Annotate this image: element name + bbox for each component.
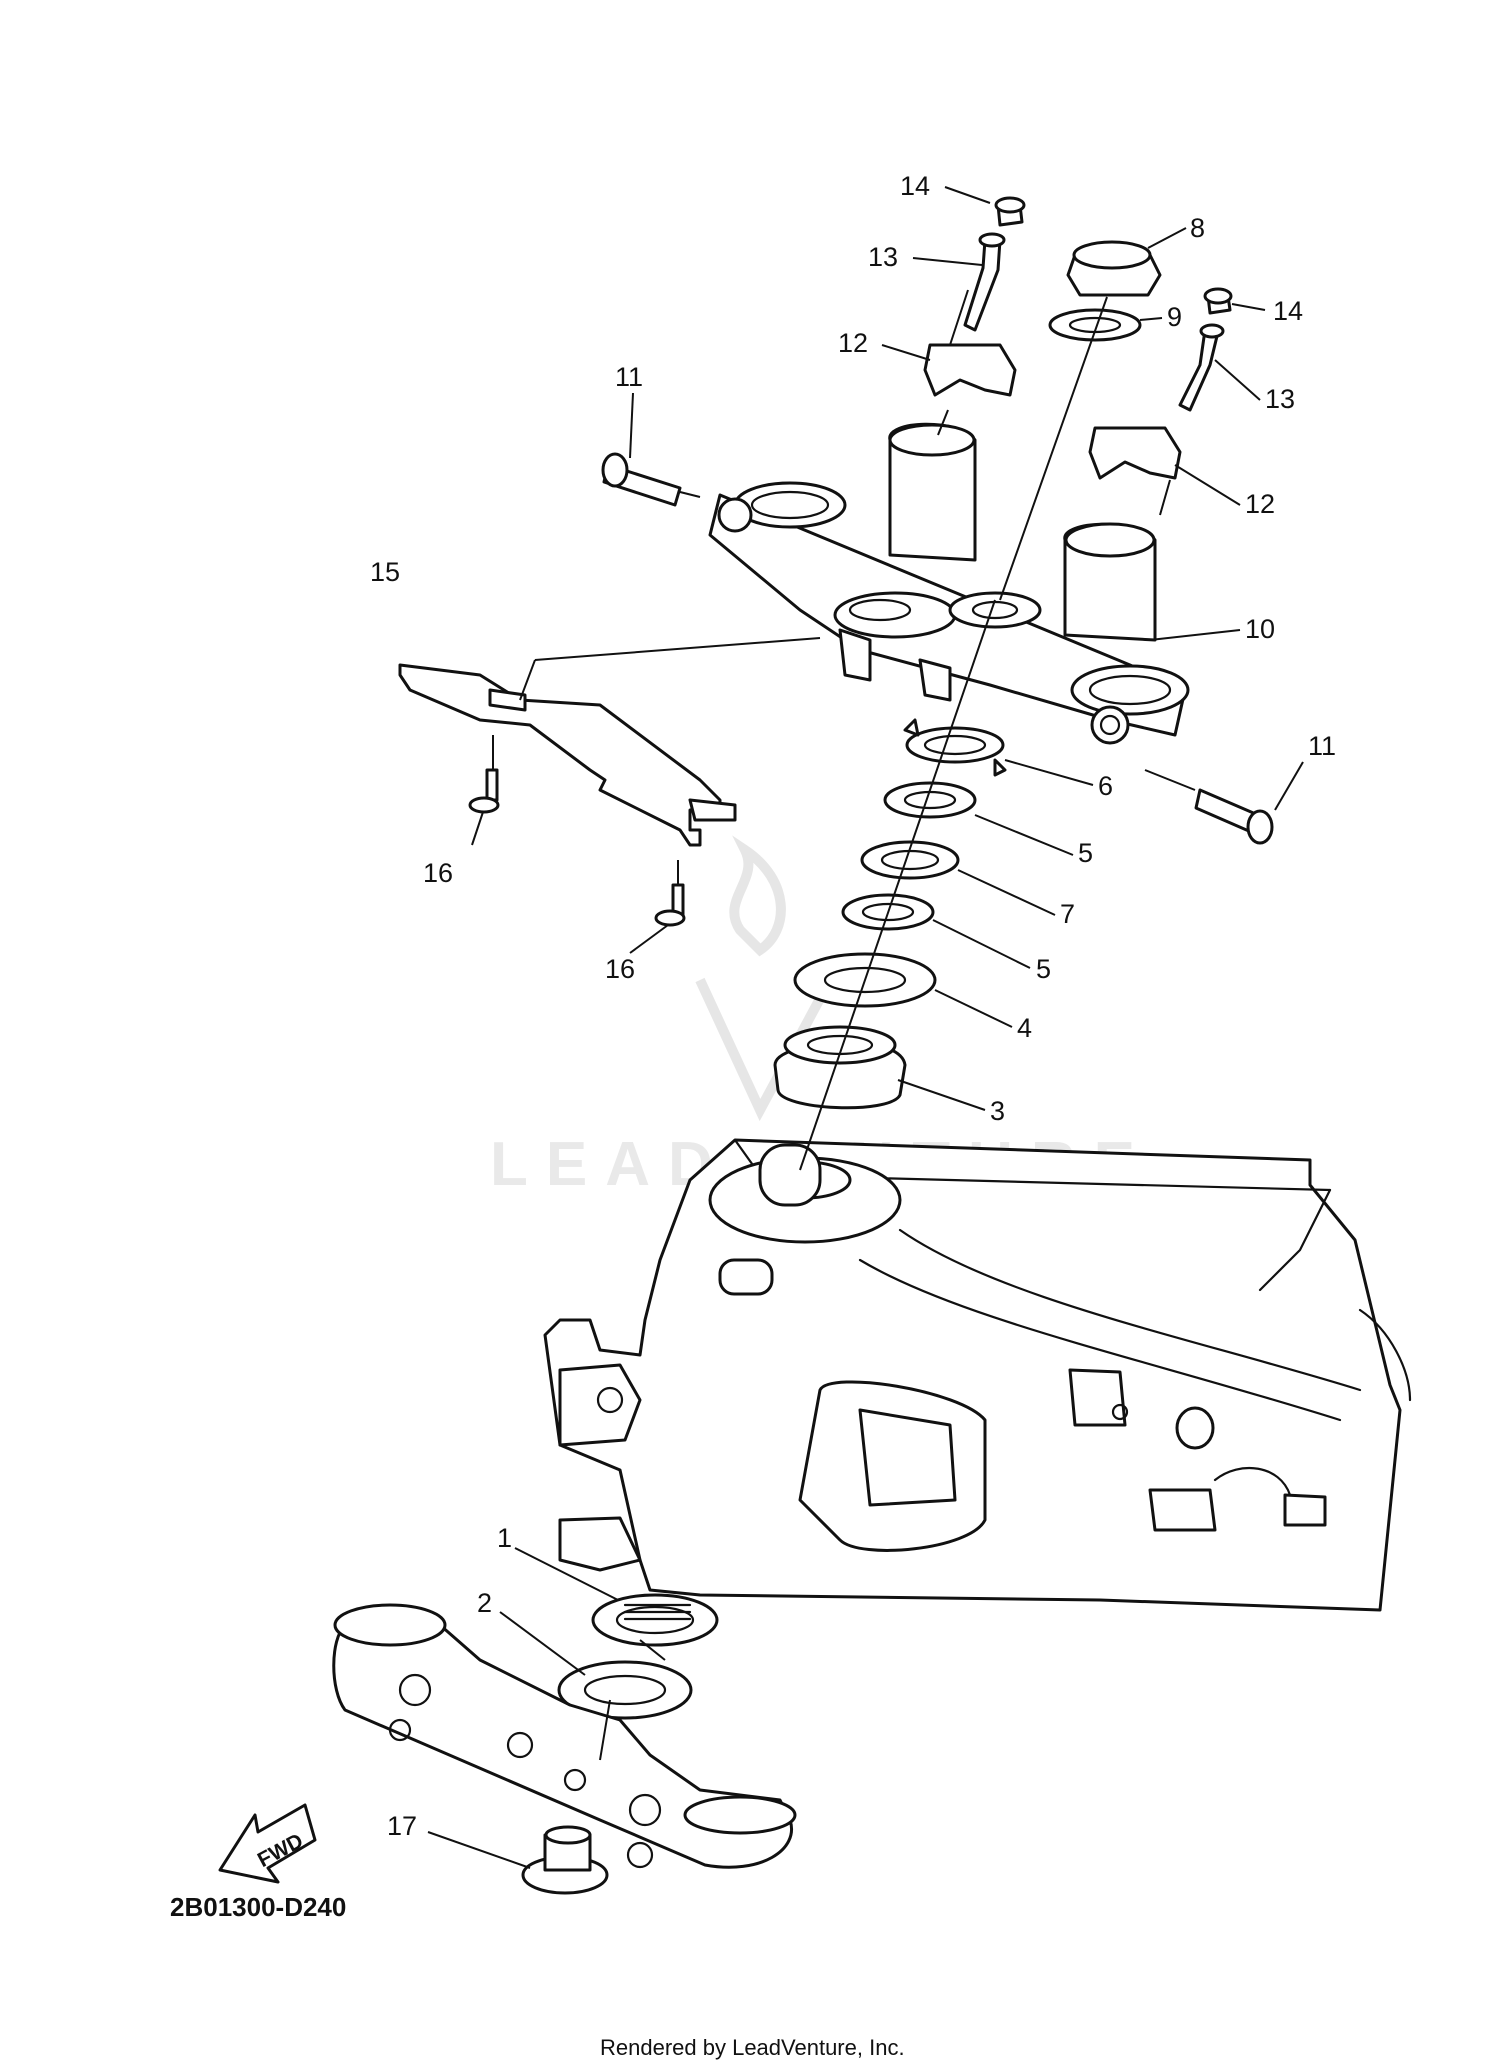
part-17-plug [521,1825,609,1895]
callout-5-upper: 5 [1078,838,1093,868]
part-8-nut [1066,240,1162,297]
callout-9: 9 [1167,302,1182,332]
callout-6: 6 [1098,771,1113,801]
callout-15: 15 [370,557,400,587]
callout-4: 4 [1017,1013,1032,1043]
lower-bracket [332,1603,797,1869]
footer-rendered-by: Rendered by LeadVenture, Inc. [600,2035,905,2060]
callout-8: 8 [1190,213,1205,243]
callout-14-top: 14 [900,171,930,201]
callout-2: 2 [477,1588,492,1618]
callout-16-right: 16 [605,954,635,984]
callout-16-left: 16 [423,858,453,888]
part-1-bearing [591,1593,719,1647]
part-2-seal [557,1660,693,1720]
part-16-bolts [468,768,686,927]
axis-lines [492,289,1196,1761]
callout-14-right: 14 [1273,296,1303,326]
callout-1: 1 [497,1523,512,1553]
part-9-washer [1048,308,1142,342]
callout-5-lower: 5 [1036,954,1051,984]
callout-7: 7 [1060,899,1075,929]
callout-13-right: 13 [1265,384,1295,414]
callout-11-left: 11 [615,362,643,392]
callout-numbers: 14 8 13 9 14 12 13 11 12 15 10 11 6 5 16… [370,171,1336,1841]
callout-12-left: 12 [838,328,868,358]
bolts [601,196,1274,845]
frame [543,1138,1412,1612]
part-10-upper-bracket [708,422,1190,745]
leader-lines [427,186,1304,1869]
callout-13-left: 13 [868,242,898,272]
part-15-stay [398,663,737,847]
fwd-arrow: FWD [218,1803,317,1884]
diagram-code: 2B01300-D240 [170,1892,346,1922]
callout-17: 17 [387,1811,417,1841]
part-12-clamps [923,343,1182,480]
callout-11-right: 11 [1308,731,1336,761]
callout-12-right: 12 [1245,489,1275,519]
callout-10: 10 [1245,614,1275,644]
callout-3: 3 [990,1096,1005,1126]
part-3-bearing [773,1025,907,1110]
part-6-lock-washer [903,718,1007,777]
